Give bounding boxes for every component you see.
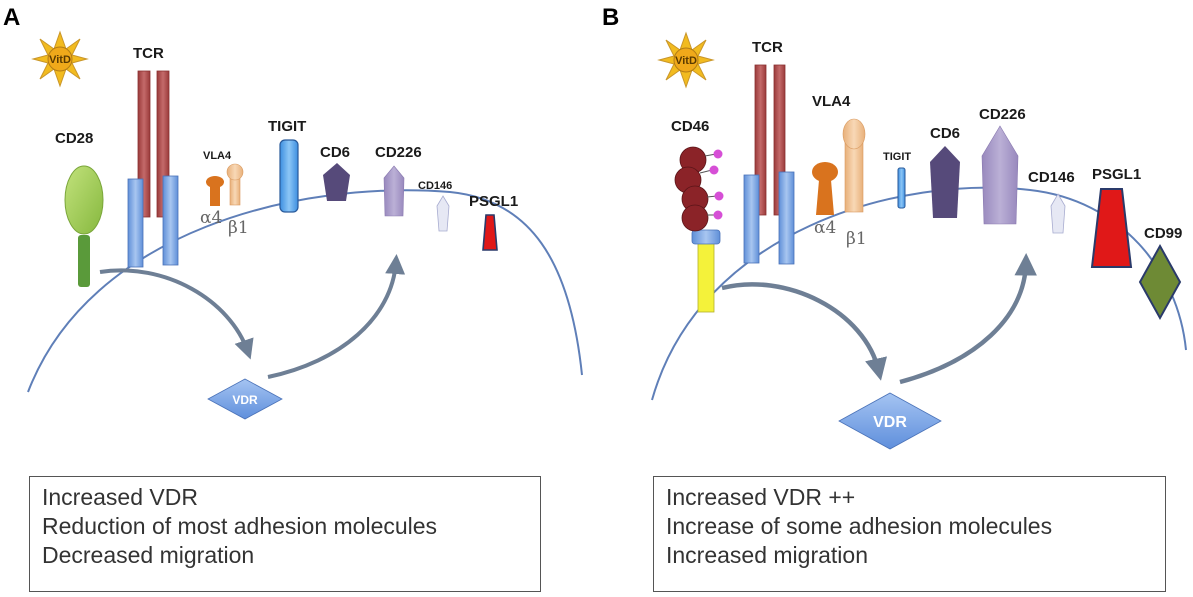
panel-a-summary-box: Increased VDR Reduction of most adhesion…: [29, 476, 541, 592]
panel-b-letter: B: [602, 4, 619, 31]
cd6-receptor: [930, 146, 960, 218]
panel-a-summary-line: Decreased migration: [42, 542, 255, 568]
cd46-label: CD46: [671, 118, 709, 135]
panel-b-summary-line: Increased migration: [666, 542, 868, 568]
cd28-receptor: [64, 165, 104, 287]
cd99-label: CD99: [1144, 225, 1182, 242]
vla4-label: VLA4: [812, 93, 851, 110]
arrow-from-vdr: [267, 254, 406, 379]
cd28-label: CD28: [55, 130, 93, 147]
cd226-receptor: [981, 125, 1019, 225]
cd226-label: CD226: [375, 144, 422, 161]
cd6-label: CD6: [930, 125, 960, 142]
vdr-receptor: VDR: [207, 378, 283, 420]
vdr-label: VDR: [232, 393, 258, 407]
vitd-label: VitD: [49, 54, 71, 66]
tigit-receptor: [897, 167, 906, 209]
vitd-sun-icon: VitD: [657, 31, 715, 89]
tcr-label: TCR: [133, 45, 164, 62]
arrow-from-vdr: [899, 253, 1037, 385]
tcr-label: TCR: [752, 39, 783, 56]
vla4-integrin: [206, 163, 244, 206]
tigit-label: TIGIT: [268, 118, 306, 135]
panel-a-summary-line: Increased VDR: [42, 484, 198, 510]
psgl1-label: PSGL1: [1092, 166, 1141, 183]
beta1-label: β1: [846, 229, 867, 249]
tigit-receptor: [279, 139, 299, 213]
vitd-sun-icon: VitD: [31, 30, 89, 88]
psgl1-receptor: [1090, 188, 1133, 268]
panel-b-summary-box: Increased VDR ++ Increase of some adhesi…: [653, 476, 1166, 592]
panel-b-summary-line: Increased VDR ++: [666, 484, 856, 510]
cd146-receptor: [1050, 193, 1066, 234]
cd99-receptor: [1138, 243, 1182, 321]
cd146-label: CD146: [1028, 169, 1075, 186]
panel-a-summary-line: Reduction of most adhesion molecules: [42, 513, 438, 539]
vla4-integrin: [812, 118, 866, 215]
panel-b: B VitD CD46: [602, 4, 1187, 450]
arrow-to-vdr: [721, 282, 887, 381]
alpha4-label: α4: [814, 218, 836, 238]
cd146-label: CD146: [418, 180, 452, 192]
beta1-label: β1: [228, 218, 249, 238]
tigit-label: TIGIT: [883, 151, 911, 163]
cd6-receptor: [323, 163, 350, 201]
psgl1-receptor: [482, 214, 498, 251]
vdr-receptor: VDR: [838, 392, 942, 450]
panel-a: A VitD CD28 TCR VLA4: [3, 4, 583, 420]
cell-membrane: [27, 189, 583, 393]
tcr-receptor: [127, 70, 179, 268]
cd146-receptor: [436, 195, 450, 232]
cd46-receptor: [674, 146, 724, 313]
cd6-label: CD6: [320, 144, 350, 161]
vla4-label: VLA4: [203, 150, 232, 162]
cd226-label: CD226: [979, 106, 1026, 123]
vitd-label: VitD: [675, 55, 697, 67]
panel-a-letter: A: [3, 4, 20, 31]
psgl1-label: PSGL1: [469, 193, 518, 210]
cd226-receptor: [383, 165, 405, 217]
alpha4-label: α4: [200, 208, 222, 228]
vdr-label: VDR: [873, 414, 907, 431]
arrow-to-vdr: [99, 268, 254, 360]
tcr-receptor: [743, 64, 795, 265]
panel-b-summary-line: Increase of some adhesion molecules: [666, 513, 1053, 539]
